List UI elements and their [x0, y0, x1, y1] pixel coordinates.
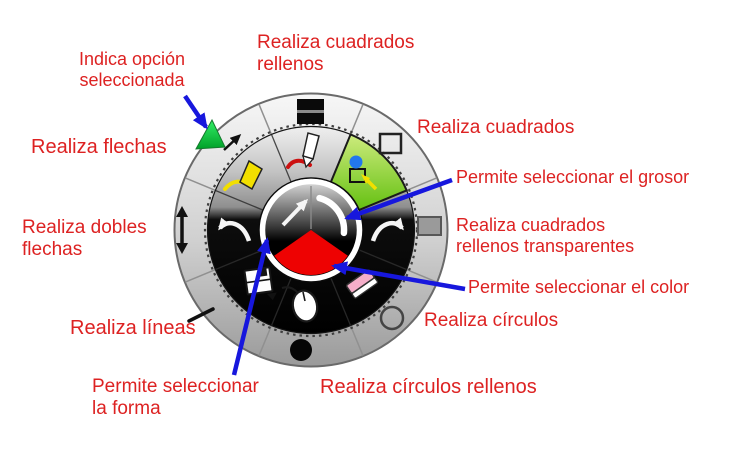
annotation-arrows [183, 94, 466, 376]
annotation-arrow-thickness [344, 177, 453, 221]
mouse-icon[interactable] [281, 286, 320, 323]
label-arrows: Realiza flechas [31, 136, 167, 158]
filled-circle-icon[interactable] [290, 339, 312, 361]
label-squares: Realiza cuadrados [417, 117, 575, 138]
label-transparent-filled-squares: Realiza cuadrados rellenos transparentes [456, 215, 635, 256]
line-icon[interactable] [187, 307, 215, 323]
tool-ring-edge [206, 125, 416, 335]
yellow-pen-icon[interactable] [223, 159, 263, 191]
outer-ring-dividers [185, 104, 437, 356]
label-double-arrows: Realiza dobles flechas [22, 217, 147, 261]
label-thickness: Permite seleccionar el grosor [456, 167, 690, 187]
filled-square-icon[interactable] [297, 99, 324, 124]
double-arrow-icon[interactable] [176, 206, 188, 254]
label-color: Permite seleccionar el color [468, 277, 690, 297]
arrow-icon[interactable] [223, 133, 242, 151]
squares-tool-selected-icon[interactable] [349, 155, 378, 191]
shape-selector-arrow-icon[interactable] [281, 198, 309, 227]
color-selector-swatch[interactable] [274, 230, 348, 276]
square-icon[interactable] [378, 132, 403, 155]
undo-arrow-icon[interactable] [218, 217, 252, 242]
thickness-selector-icon[interactable] [316, 194, 348, 237]
redo-arrow-icon[interactable] [370, 217, 404, 242]
label-circles: Realiza círculos [424, 310, 559, 331]
label-shape: Permite seleccionar la forma [92, 376, 259, 420]
label-lines: Realiza líneas [70, 317, 196, 339]
label-filled-circles: Realiza círculos rellenos [320, 376, 537, 398]
red-pen-icon[interactable] [286, 132, 320, 169]
circle-icon[interactable] [379, 305, 405, 331]
transparent-filled-square-icon[interactable] [417, 216, 442, 236]
blue-dot-icon [349, 155, 363, 169]
hub-white-ring [259, 178, 363, 282]
selected-indicator-triangle-icon [195, 118, 226, 150]
annotation-arrow-selected-indicator [183, 94, 208, 130]
annotation-arrow-color [331, 261, 466, 292]
label-filled-squares: Realiza cuadrados rellenos [257, 32, 415, 76]
annotation-arrow-shape [231, 237, 271, 376]
label-selected-indicator: Indica opción seleccionada [78, 49, 186, 90]
